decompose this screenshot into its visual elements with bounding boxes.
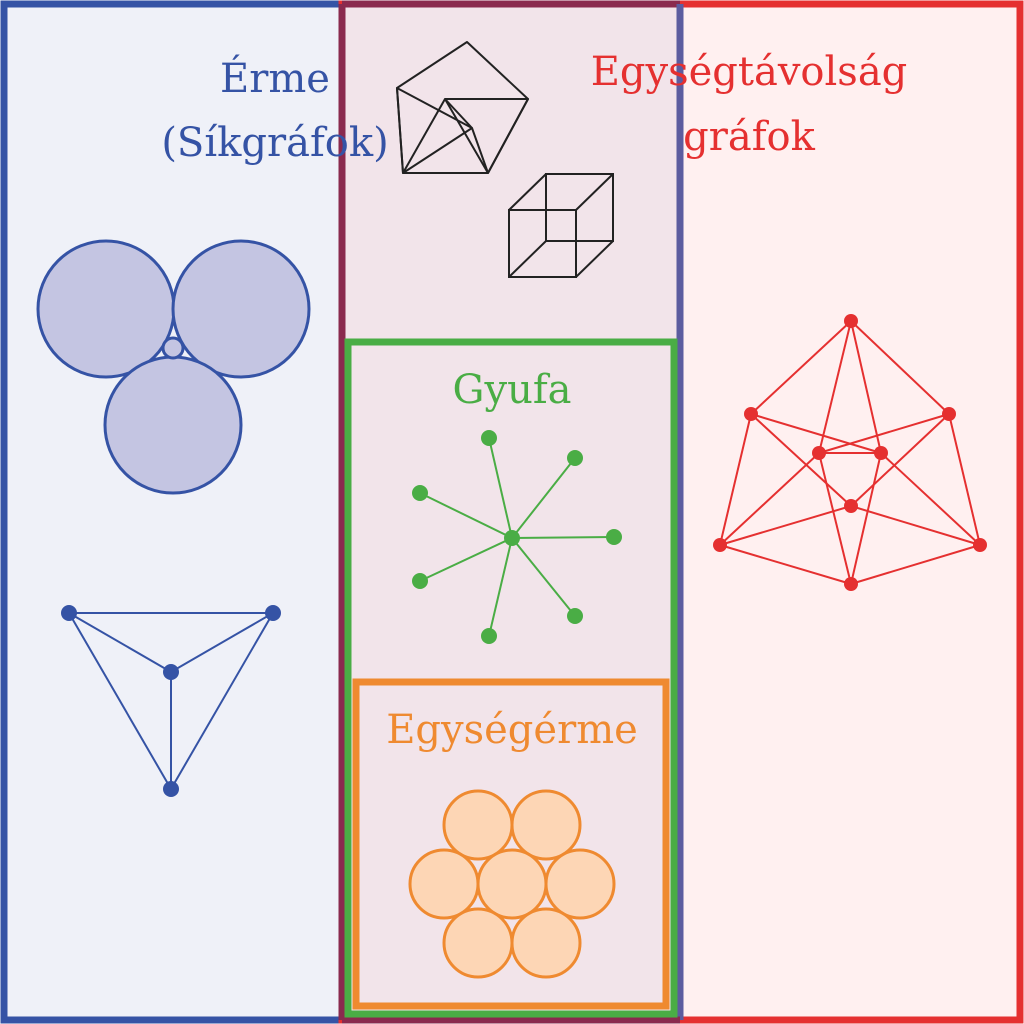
coin-circle-packing [36,239,311,495]
matchstick-star-graph [419,437,615,637]
coin-region-title-line2: (Síkgráfok) [161,120,388,166]
unit-distance-region-title-line1: Egységtávolság [591,49,908,95]
unit-distance-graph [719,320,981,585]
unit-coin-region-border [352,678,670,1010]
k4-graph [68,612,274,790]
unit-distance-vertices [713,314,987,591]
coin-circle-small [161,336,185,360]
unit-coin-region-title: Egységérme [386,707,638,753]
black-wireframe-figure [396,41,529,174]
matchstick-star-vertices [412,430,622,644]
k4-vertices [61,605,281,797]
cube-graph [508,173,614,278]
coin-circle-bottom [103,355,243,495]
unit-distance-region-title-line2: gráfok [683,114,815,160]
matchstick-region-title: Gyufa [453,367,572,413]
unit-coin-packing [408,789,616,979]
matchstick-region-border [344,338,678,1018]
coin-region-title-line1: Érme [220,55,330,102]
coin-circle-right [171,239,311,379]
coin-circle-left [36,239,176,379]
